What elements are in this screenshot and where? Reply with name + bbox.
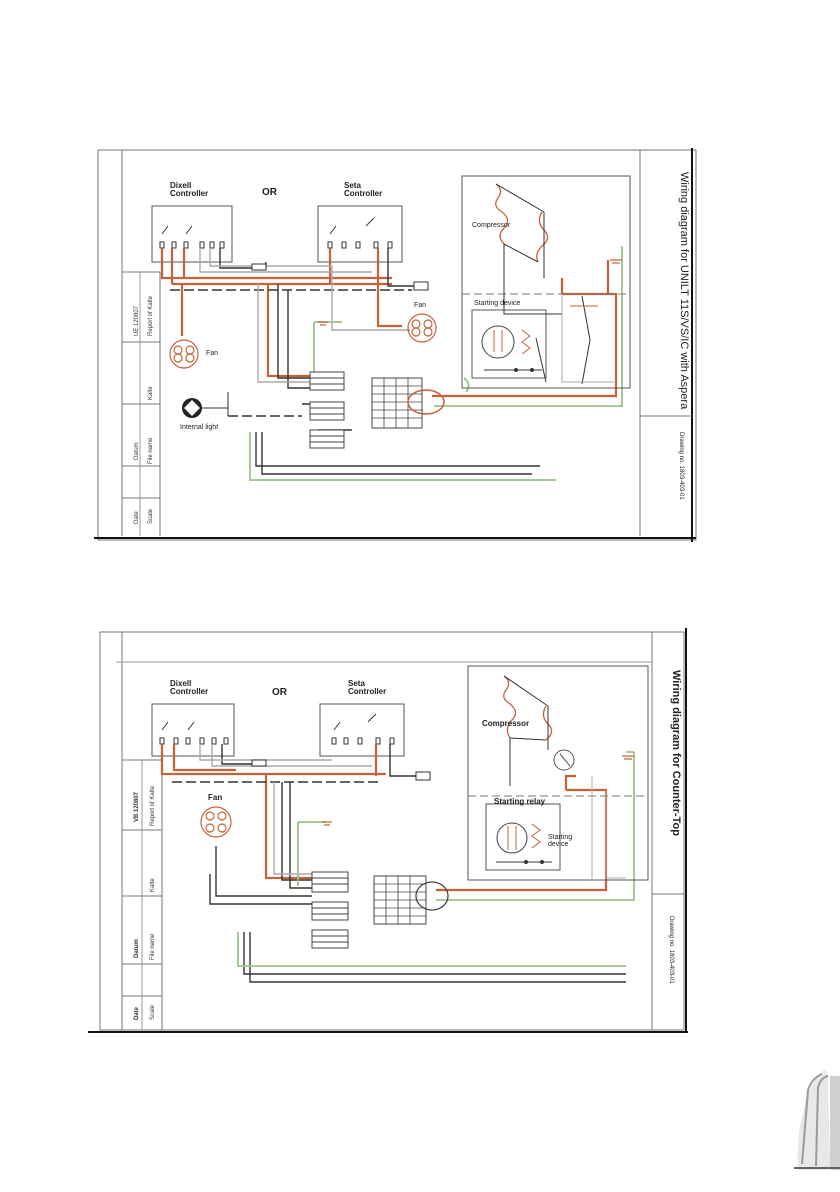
diagram1-lamp-label: Internal light [180,424,219,431]
page-corner-logo-icon [794,1070,840,1170]
diagram2-starting-device-label: Starting device [548,834,573,849]
diagram1-tb-3: Scale [148,508,154,524]
diagram1-tb-0: UE 120807 [134,305,140,336]
diagram1-tb-2: Kalte [148,386,154,400]
diagram1-compressor-label: Compressor [472,222,511,229]
diagram2-tb-1: Report of Kalte [150,785,156,826]
diagram1-or-label: OR [262,187,277,198]
diagram2-tb-5: File name [150,933,156,960]
diagram2-fan-label: Fan [208,793,223,802]
diagram1-seta-label: Seta Controller [344,181,383,199]
diagram2-starting-relay-label: Starting relay [494,797,546,806]
diagram1-starting-device-label: Starting device [474,300,521,307]
diagram2-dixell-label: Dixell Controller [170,679,209,697]
diagram2-or-label: OR [272,687,287,698]
diagram1-drawing-no: Drawing no. 1803-403-01 [678,432,684,500]
diagram1-title: Wiring diagram for UNILT 11S/VS/IC with … [678,172,690,410]
diagram2-tb-0: VB 120807 [134,791,140,822]
diagram1-dixell-label: Dixell Controller [170,181,209,199]
diagram1-fan-right-label: Fan [414,302,427,309]
diagram2-compressor-label: Compressor [482,719,530,728]
diagram1-tb-6: Date [134,511,140,524]
diagram-2-drawing [88,628,688,1033]
diagram2-tb-4: Datum [134,939,140,958]
diagram2-tb-6: Date [134,1006,140,1020]
diagram2-tb-2: Kalte [150,878,156,892]
diagram2-title: Wiring diagram for Counter-Top [670,670,682,836]
diagram1-tb-4: Datum [134,442,140,460]
diagram-1-drawing [94,148,697,542]
diagram1-tb-5: File name [148,437,154,464]
diagram2-tb-3: Scale [150,1004,156,1020]
diagram2-seta-label: Seta Controller [348,679,387,697]
diagram2-drawing-no: Drawing no. 1803-403-01 [668,916,674,984]
diagram1-fan-left-label: Fan [206,350,219,357]
wiring-diagram-2: Dixell Controller OR Seta Controller Com… [86,626,690,1038]
wiring-diagram-1: Dixell Controller OR Seta Controller Com… [92,146,704,544]
diagram1-tb-1: Report of Kalte [148,295,154,336]
